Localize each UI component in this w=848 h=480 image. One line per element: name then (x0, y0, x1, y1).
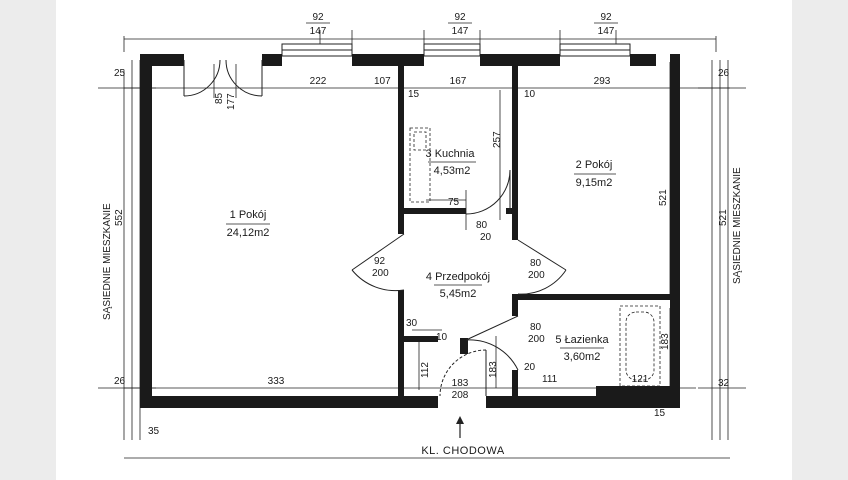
bathtub (619, 305, 661, 387)
dim-right-wall-top: 26 (718, 68, 730, 79)
side-labels: SĄSIEDNIE MIESZKANIE SĄSIEDNIE MIESZKANI… (102, 167, 743, 320)
dim-bath-111: 111 (542, 374, 558, 385)
dim-balcony-177: 177 (226, 93, 237, 110)
dim-balcony-85: 85 (214, 92, 225, 104)
floor-plan: 1 Pokój 24,12m2 2 Pokój 9,15m2 3 Kuchnia… (56, 0, 792, 480)
floor-plan-drawing: 1 Pokój 24,12m2 2 Pokój 9,15m2 3 Kuchnia… (98, 12, 746, 459)
dim-kitchen-257: 257 (492, 131, 503, 148)
dim-top-kitchen: 167 (450, 76, 467, 87)
room-5-label: 5 Łazienka (555, 334, 609, 346)
dim-wall-15: 15 (408, 89, 420, 100)
dim-door-right-top: 80 (530, 258, 542, 269)
room-1-area: 24,12m2 (227, 227, 270, 239)
room-4-area: 5,45m2 (440, 288, 477, 300)
window-1-bottom: 147 (310, 26, 327, 37)
room-3-area: 4,53m2 (434, 165, 471, 177)
dim-right-wall-bottom: 32 (718, 378, 730, 389)
walls (140, 54, 680, 408)
window-2-top: 92 (454, 12, 466, 23)
dim-bottom-15: 15 (654, 408, 666, 419)
dim-hall-30: 30 (406, 318, 418, 329)
dim-entrance-top: 183 (452, 378, 469, 389)
entrance-arrow (456, 416, 464, 438)
dim-entrance-bottom: 208 (452, 390, 469, 401)
dim-bottom-room1: 333 (268, 376, 285, 387)
room-labels: 1 Pokój 24,12m2 2 Pokój 9,15m2 3 Kuchnia… (226, 148, 616, 363)
room-2-area: 9,15m2 (576, 177, 613, 189)
dim-room1-height: 552 (114, 209, 125, 226)
dim-right-height: 521 (718, 209, 729, 226)
dim-door-right-bottom: 200 (528, 270, 545, 281)
dim-top-107: 107 (374, 76, 391, 87)
dim-bottom-35: 35 (148, 426, 160, 437)
right-neighbor-label: SĄSIEDNIE MIESZKANIE (732, 167, 743, 284)
room-3-label: 3 Kuchnia (426, 148, 476, 160)
dim-hall-10: 10 (436, 332, 448, 343)
fixtures (409, 127, 661, 387)
window-2-bottom: 147 (452, 26, 469, 37)
dim-top-room1: 222 (310, 76, 327, 87)
window-3-top: 92 (600, 12, 612, 23)
dim-bath-20: 20 (524, 362, 536, 373)
dim-bath-door-top: 80 (530, 322, 542, 333)
dim-left-wall-bottom: 26 (114, 376, 126, 387)
room-4-label: 4 Przedpokój (426, 271, 490, 283)
window-dimensions: 92 147 92 147 92 147 (306, 12, 618, 37)
dim-door-left-top: 92 (374, 256, 386, 267)
dim-wall-10: 10 (524, 89, 536, 100)
dim-left-wall-top: 25 (114, 68, 126, 79)
door-swings (183, 59, 567, 397)
dim-bath-183-side: 183 (660, 333, 671, 350)
dim-top-room2: 293 (594, 76, 611, 87)
left-neighbor-label: SĄSIEDNIE MIESZKANIE (102, 203, 113, 320)
dim-kitchen-75: 75 (448, 197, 460, 208)
window-1-top: 92 (312, 12, 324, 23)
dim-room2-height: 521 (658, 189, 669, 206)
room-2-label: 2 Pokój (576, 159, 613, 171)
dim-hall-183: 183 (488, 361, 499, 378)
room-5-area: 3,60m2 (564, 351, 601, 363)
dim-kitchen-door-bottom: 20 (480, 232, 492, 243)
dim-bath-121: 121 (632, 374, 649, 385)
window-frames (281, 43, 631, 57)
dimension-labels: 25 222 107 167 293 26 15 10 75 80 20 92 … (114, 68, 730, 437)
room-1-label: 1 Pokój (230, 209, 267, 221)
entrance-label: KL. CHODOWA (421, 445, 504, 457)
kitchen-counter (409, 127, 431, 203)
dim-hall-112: 112 (420, 362, 431, 378)
dim-kitchen-door-top: 80 (476, 220, 488, 231)
window-3-bottom: 147 (598, 26, 615, 37)
dim-bath-door-bottom: 200 (528, 334, 545, 345)
dim-door-left-bottom: 200 (372, 268, 389, 279)
